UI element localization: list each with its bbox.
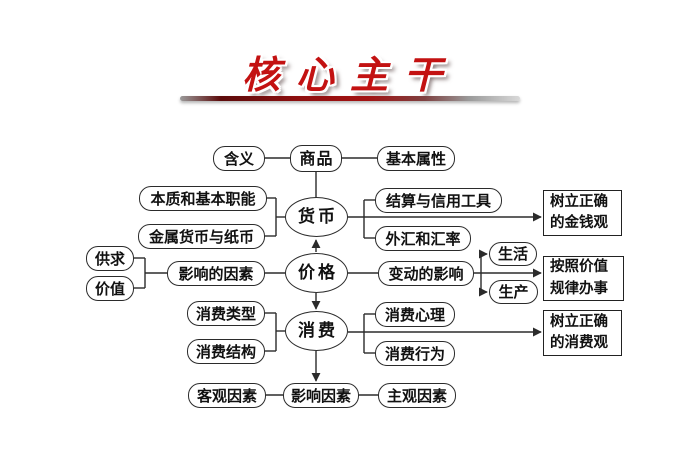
node-follow-value-law: 按照价值规律办事 [543, 256, 624, 301]
node-commodity: 商品 [290, 145, 342, 172]
node-consumption-structure: 消费结构 [187, 339, 265, 364]
node-consumption-psychology: 消费心理 [375, 302, 455, 327]
node-production: 生产 [489, 280, 538, 304]
node-objective-factors: 客观因素 [188, 383, 266, 408]
node-influencing-factors: 影响因素 [283, 383, 359, 408]
node-currency: 货币 [285, 197, 348, 237]
node-consumption: 消费 [285, 311, 348, 351]
node-price-influencing-factors: 影响的因素 [167, 261, 265, 286]
node-meaning: 含义 [213, 146, 265, 171]
node-settlement-credit-tools: 结算与信用工具 [375, 188, 502, 213]
node-consumption-behavior: 消费行为 [375, 341, 455, 366]
connectors [134, 157, 542, 396]
node-consumption-types: 消费类型 [187, 301, 265, 326]
node-price: 价格 [285, 253, 348, 293]
node-forex-exchange-rate: 外汇和汇率 [375, 226, 471, 251]
node-essence-functions: 本质和基本职能 [139, 186, 267, 211]
node-correct-money-view: 树立正确的金钱观 [543, 190, 622, 236]
node-impact-of-change: 变动的影响 [378, 261, 474, 286]
page-title: 核心主干 [241, 52, 458, 97]
node-metal-paper-money: 金属货币与纸币 [138, 224, 265, 249]
node-life: 生活 [489, 242, 537, 266]
node-value: 价值 [86, 276, 134, 301]
node-correct-consumption-view: 树立正确的消费观 [543, 310, 622, 356]
node-supply-demand: 供求 [86, 246, 134, 271]
title-underline-bar [180, 96, 520, 101]
node-basic-attributes: 基本属性 [377, 146, 455, 171]
node-subjective-factors: 主观因素 [378, 383, 456, 408]
